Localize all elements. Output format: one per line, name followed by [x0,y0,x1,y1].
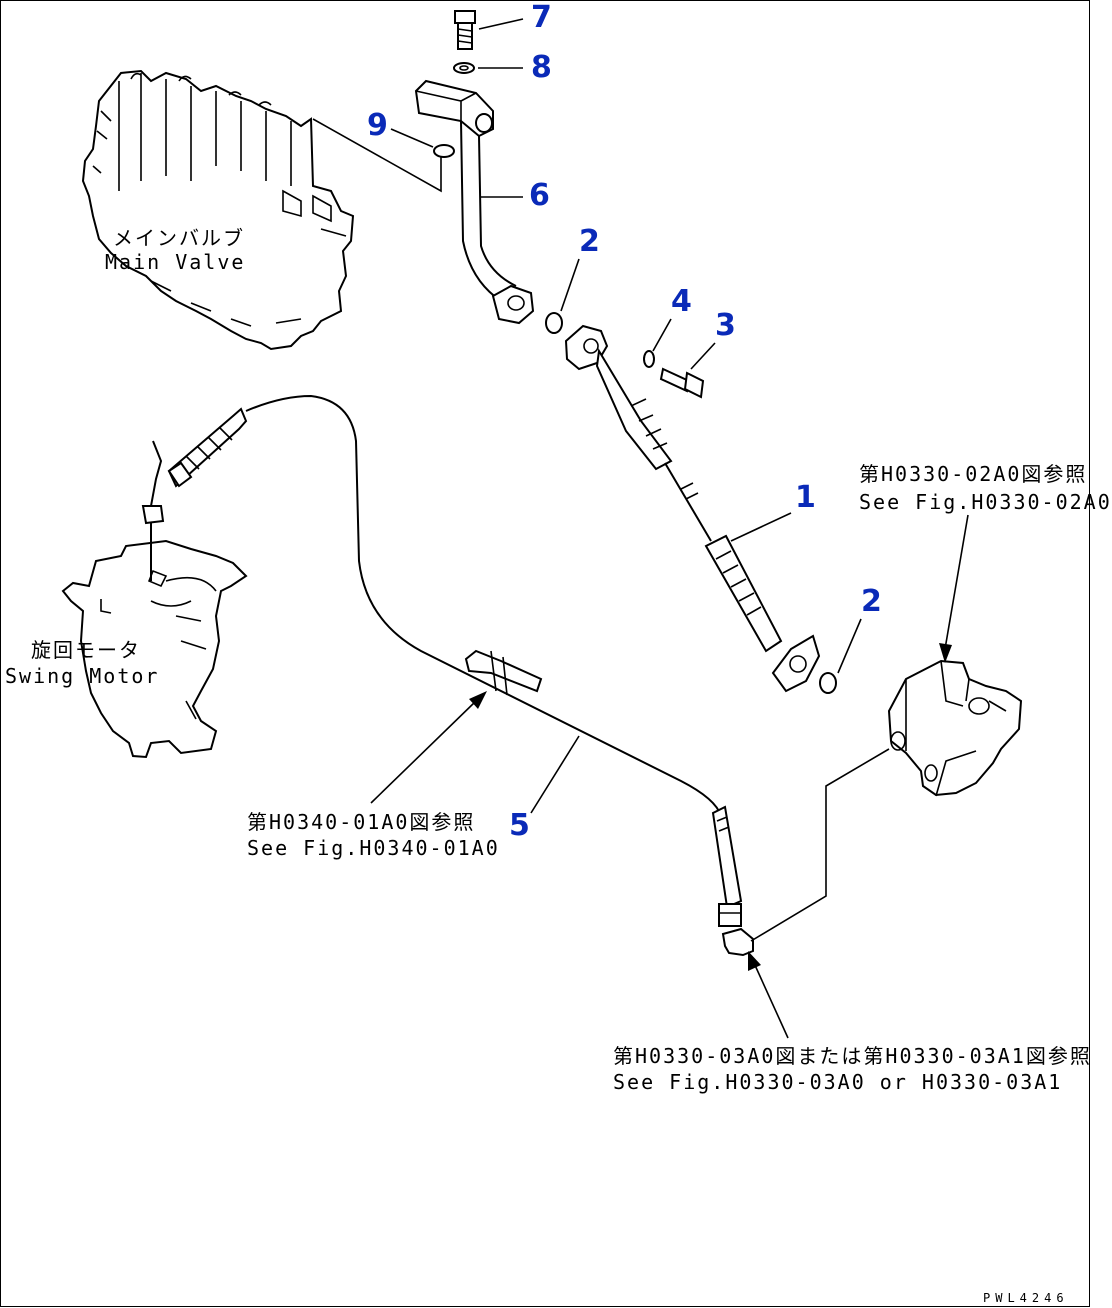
main-valve-drawing [81,69,355,351]
pipe-5-drawing [167,394,754,957]
callout-2-upper: 2 [579,224,600,259]
ref-h0340-01a0-en: See Fig.H0340-01A0 [247,836,500,860]
piping-drawing [61,10,1023,1039]
callout-6: 6 [529,178,550,213]
callout-5: 5 [509,808,530,843]
callout-4: 4 [671,284,692,319]
ref-h0330-03-jp: 第H0330-03A0図または第H0330-03A1図参照 [613,1044,1092,1068]
washer-8-drawing [453,62,475,74]
o-ring-2-upper-drawing [545,312,563,334]
pipe-6-drawing [414,79,535,325]
callout-8: 8 [531,50,552,85]
bolt-3-drawing [659,367,705,399]
callout-9: 9 [367,108,388,143]
ref-h0330-02a0-en: See Fig.H0330-02A0 [859,490,1112,514]
ref-h0330-02a0-jp: 第H0330-02A0図参照 [859,462,1088,486]
ref-h0330-03-en: See Fig.H0330-03A0 or H0330-03A1 [613,1070,1063,1094]
main-valve-leader [312,118,442,193]
ref-h0340-01a0-jp: 第H0340-01A0図参照 [247,810,476,834]
bolt-7-drawing [454,10,476,50]
swing-motor-drawing [61,440,248,759]
main-valve-label-jp: メインバルブ [113,226,245,250]
drawing-code: PWL4246 [983,1291,1069,1305]
reference-leaders [370,514,969,1039]
drain-line [750,748,890,942]
callout-1: 1 [795,480,816,515]
hose-1-drawing [564,324,821,693]
main-valve-label-en: Main Valve [105,250,246,274]
plug-9-drawing [433,144,455,158]
o-ring-2-lower-drawing [819,672,837,694]
washer-4-drawing [643,350,655,368]
callout-7: 7 [531,0,552,35]
callout-leaders [390,18,862,814]
callout-3: 3 [715,308,736,343]
callout-2-lower: 2 [861,584,882,619]
swing-motor-label-jp: 旋回モータ [31,638,141,662]
valve-block-drawing [887,659,1023,797]
swing-motor-label-en: Swing Motor [5,664,160,688]
